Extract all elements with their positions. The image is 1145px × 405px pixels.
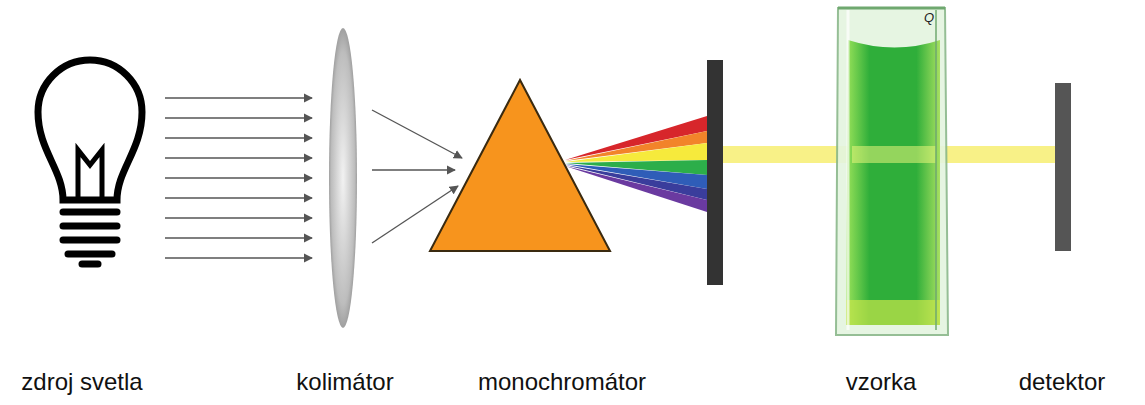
part-label: detektor <box>1019 368 1106 396</box>
part-label: zdroj svetla <box>21 368 142 396</box>
part-label: kolimátor <box>296 368 393 396</box>
part-label: monochromátor <box>478 368 646 396</box>
collimator-lens <box>329 28 357 328</box>
light-bulb <box>38 60 142 264</box>
light-beam <box>723 146 1055 163</box>
part-label: vzorka <box>846 368 917 396</box>
cuvette-mark: Q <box>924 10 934 25</box>
detector-plate <box>1055 83 1071 251</box>
prism <box>430 80 610 251</box>
spectrum <box>565 116 707 212</box>
slit-screen <box>707 60 723 285</box>
cuvette <box>836 8 948 335</box>
light-rays <box>165 98 312 258</box>
